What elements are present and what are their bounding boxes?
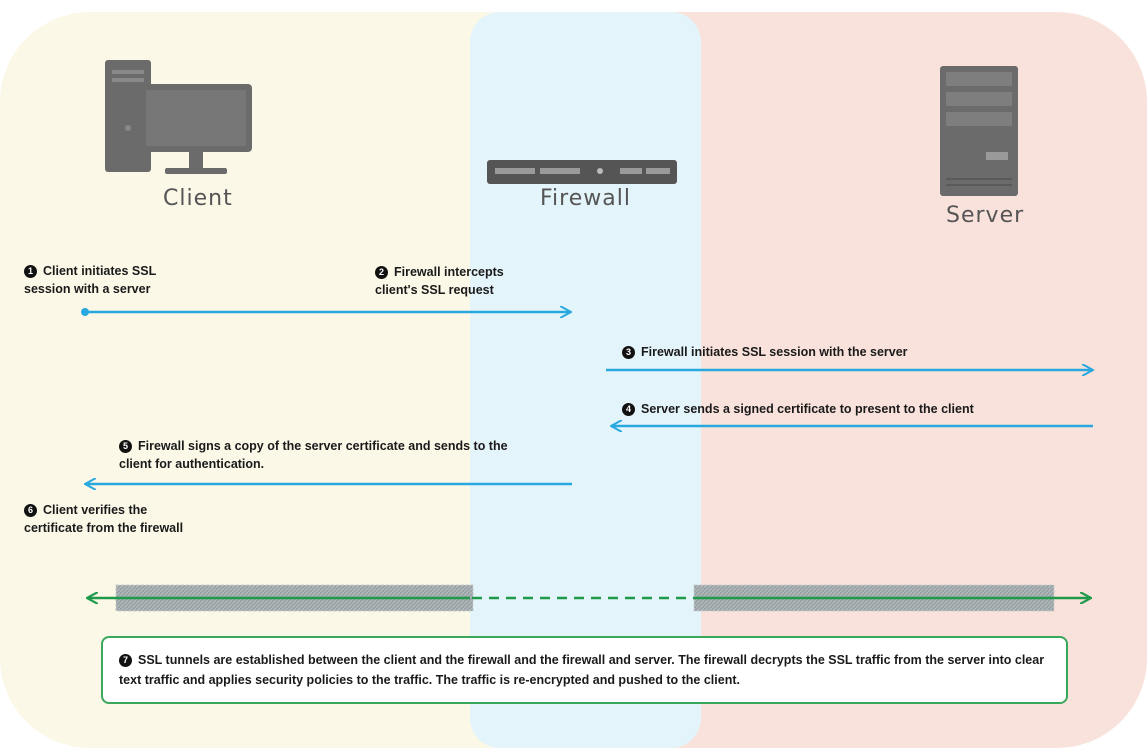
step-number-badge: 3 — [622, 346, 635, 359]
step-6: 6 Client verifies the certificate from th… — [24, 501, 183, 537]
step-text: Client verifies the — [43, 503, 148, 517]
firewall-zone — [470, 12, 701, 748]
step-number-badge: 6 — [24, 504, 37, 517]
step-3: 3 Firewall initiates SSL session with the… — [622, 343, 908, 361]
client-label: Client — [163, 186, 233, 211]
step-number-badge: 4 — [622, 403, 635, 416]
step-text: Firewall initiates SSL session with the … — [641, 345, 908, 359]
step-number-badge: 5 — [119, 440, 132, 453]
step-text-line2: certificate from the firewall — [24, 521, 184, 535]
step-4: 4 Server sends a signed certificate to pr… — [622, 400, 974, 418]
step-number-badge: 7 — [119, 654, 132, 667]
firewall-label: Firewall — [540, 186, 631, 211]
step-text: Client initiates SSL — [43, 264, 157, 278]
step-text-line2: client's SSL request — [375, 283, 494, 297]
step-text-line2: client for authentication. — [119, 457, 265, 471]
firewall-appliance-icon — [487, 160, 677, 184]
step-text: Server sends a signed certificate to pre… — [641, 402, 974, 416]
desktop-computer-icon — [105, 60, 252, 174]
server-label: Server — [946, 203, 1025, 228]
step-number-badge: 1 — [24, 265, 37, 278]
step-1: 1 Client initiates SSL session with a ser… — [24, 262, 156, 298]
client-zone — [0, 12, 560, 748]
step-text-line2: session with a server — [24, 282, 151, 296]
server-tower-icon — [940, 66, 1018, 196]
step-text: Firewall intercepts — [394, 265, 504, 279]
step-2: 2 Firewall intercepts client's SSL reques… — [375, 263, 504, 299]
step-5: 5 Firewall signs a copy of the server cer… — [119, 437, 508, 473]
summary-text: SSL tunnels are established between the … — [119, 653, 1045, 687]
step-number-badge: 2 — [375, 266, 388, 279]
step-text: Firewall signs a copy of the server cert… — [138, 439, 508, 453]
